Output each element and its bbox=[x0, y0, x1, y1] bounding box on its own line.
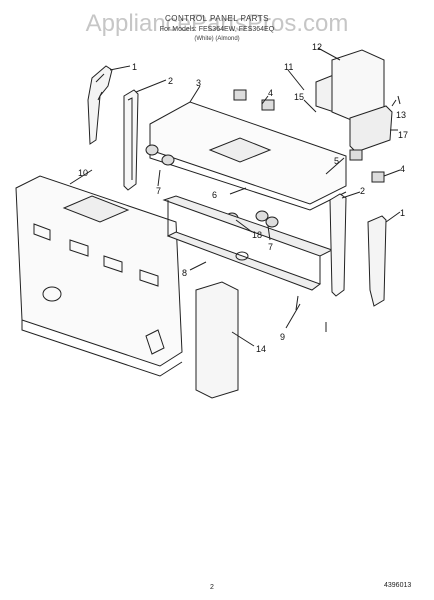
callout-3: 3 bbox=[196, 78, 201, 88]
callout-5: 5 bbox=[334, 156, 339, 166]
callout-1b: 1 bbox=[400, 208, 405, 218]
callout-15: 15 bbox=[294, 92, 304, 102]
callout-2: 2 bbox=[168, 76, 173, 86]
callout-7b: 7 bbox=[268, 242, 273, 252]
bracket-right bbox=[329, 193, 347, 297]
callout-12: 12 bbox=[312, 42, 322, 52]
shield bbox=[195, 281, 239, 399]
callout-11: 11 bbox=[284, 62, 293, 72]
knob bbox=[265, 216, 279, 228]
callout-8: 8 bbox=[182, 268, 187, 278]
page-number: 2 bbox=[210, 584, 214, 591]
trim-strip bbox=[162, 195, 334, 257]
knob bbox=[145, 144, 159, 156]
knob bbox=[255, 210, 269, 222]
callout-9: 9 bbox=[280, 332, 285, 342]
callout-17: 17 bbox=[398, 130, 408, 140]
switch bbox=[349, 149, 363, 161]
callout-7: 7 bbox=[156, 186, 161, 196]
switch bbox=[233, 89, 247, 101]
callout-2b: 2 bbox=[360, 186, 365, 196]
end-cap-right bbox=[367, 215, 387, 307]
callout-13: 13 bbox=[396, 110, 406, 120]
callout-6: 6 bbox=[212, 190, 217, 200]
switch bbox=[371, 171, 385, 183]
callout-10: 10 bbox=[78, 168, 88, 178]
callout-14: 14 bbox=[256, 344, 266, 354]
part-number: 4396013 bbox=[384, 582, 412, 589]
callout-4: 4 bbox=[268, 88, 273, 98]
switch-assembly bbox=[349, 105, 393, 153]
bracket-left bbox=[123, 89, 139, 191]
switch bbox=[261, 99, 275, 111]
diagram-title: CONTROL PANEL PARTS bbox=[164, 14, 270, 23]
color-line: (White) (Almond) bbox=[194, 36, 240, 42]
watermark: AppliancePartsPros.com bbox=[85, 10, 349, 37]
knob bbox=[161, 154, 175, 166]
callout-18: 18 bbox=[252, 230, 262, 240]
callout-1: 1 bbox=[132, 62, 137, 72]
model-line: For Models: FES364EW, FES364EQ bbox=[159, 26, 275, 33]
callout-4b: 4 bbox=[400, 164, 405, 174]
